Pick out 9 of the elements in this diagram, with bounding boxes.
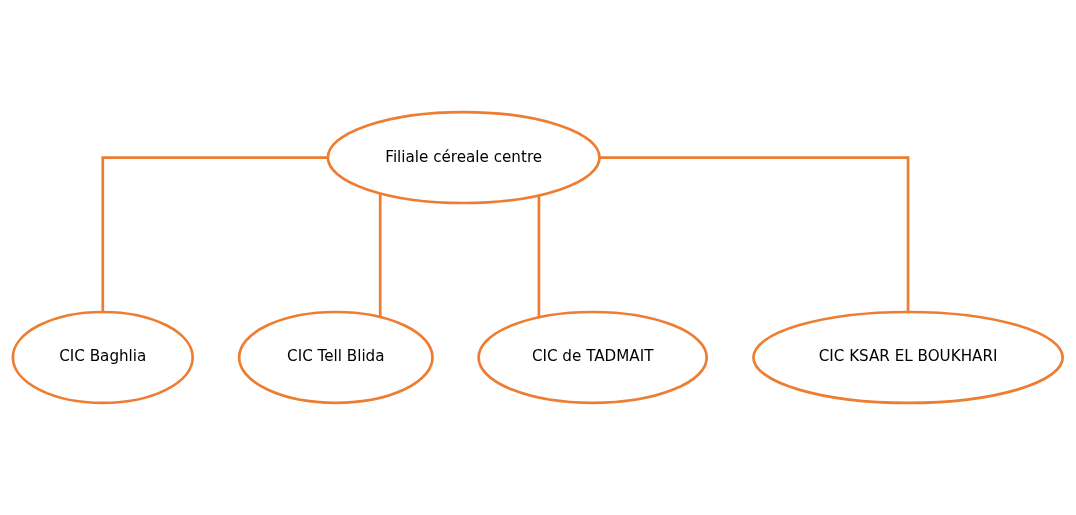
node-ellipse: CIC Tell Blida xyxy=(237,310,434,405)
node-ellipse: Filiale céreale centre xyxy=(326,110,601,205)
connector xyxy=(101,156,328,313)
node-ellipse: CIC de TADMAIT xyxy=(477,310,709,405)
node-ellipse: CIC Baghlia xyxy=(11,310,195,405)
connector xyxy=(537,195,541,318)
node-ellipse: CIC KSAR EL BOUKHARI xyxy=(752,310,1065,405)
connector xyxy=(599,156,910,313)
connector xyxy=(378,193,382,318)
